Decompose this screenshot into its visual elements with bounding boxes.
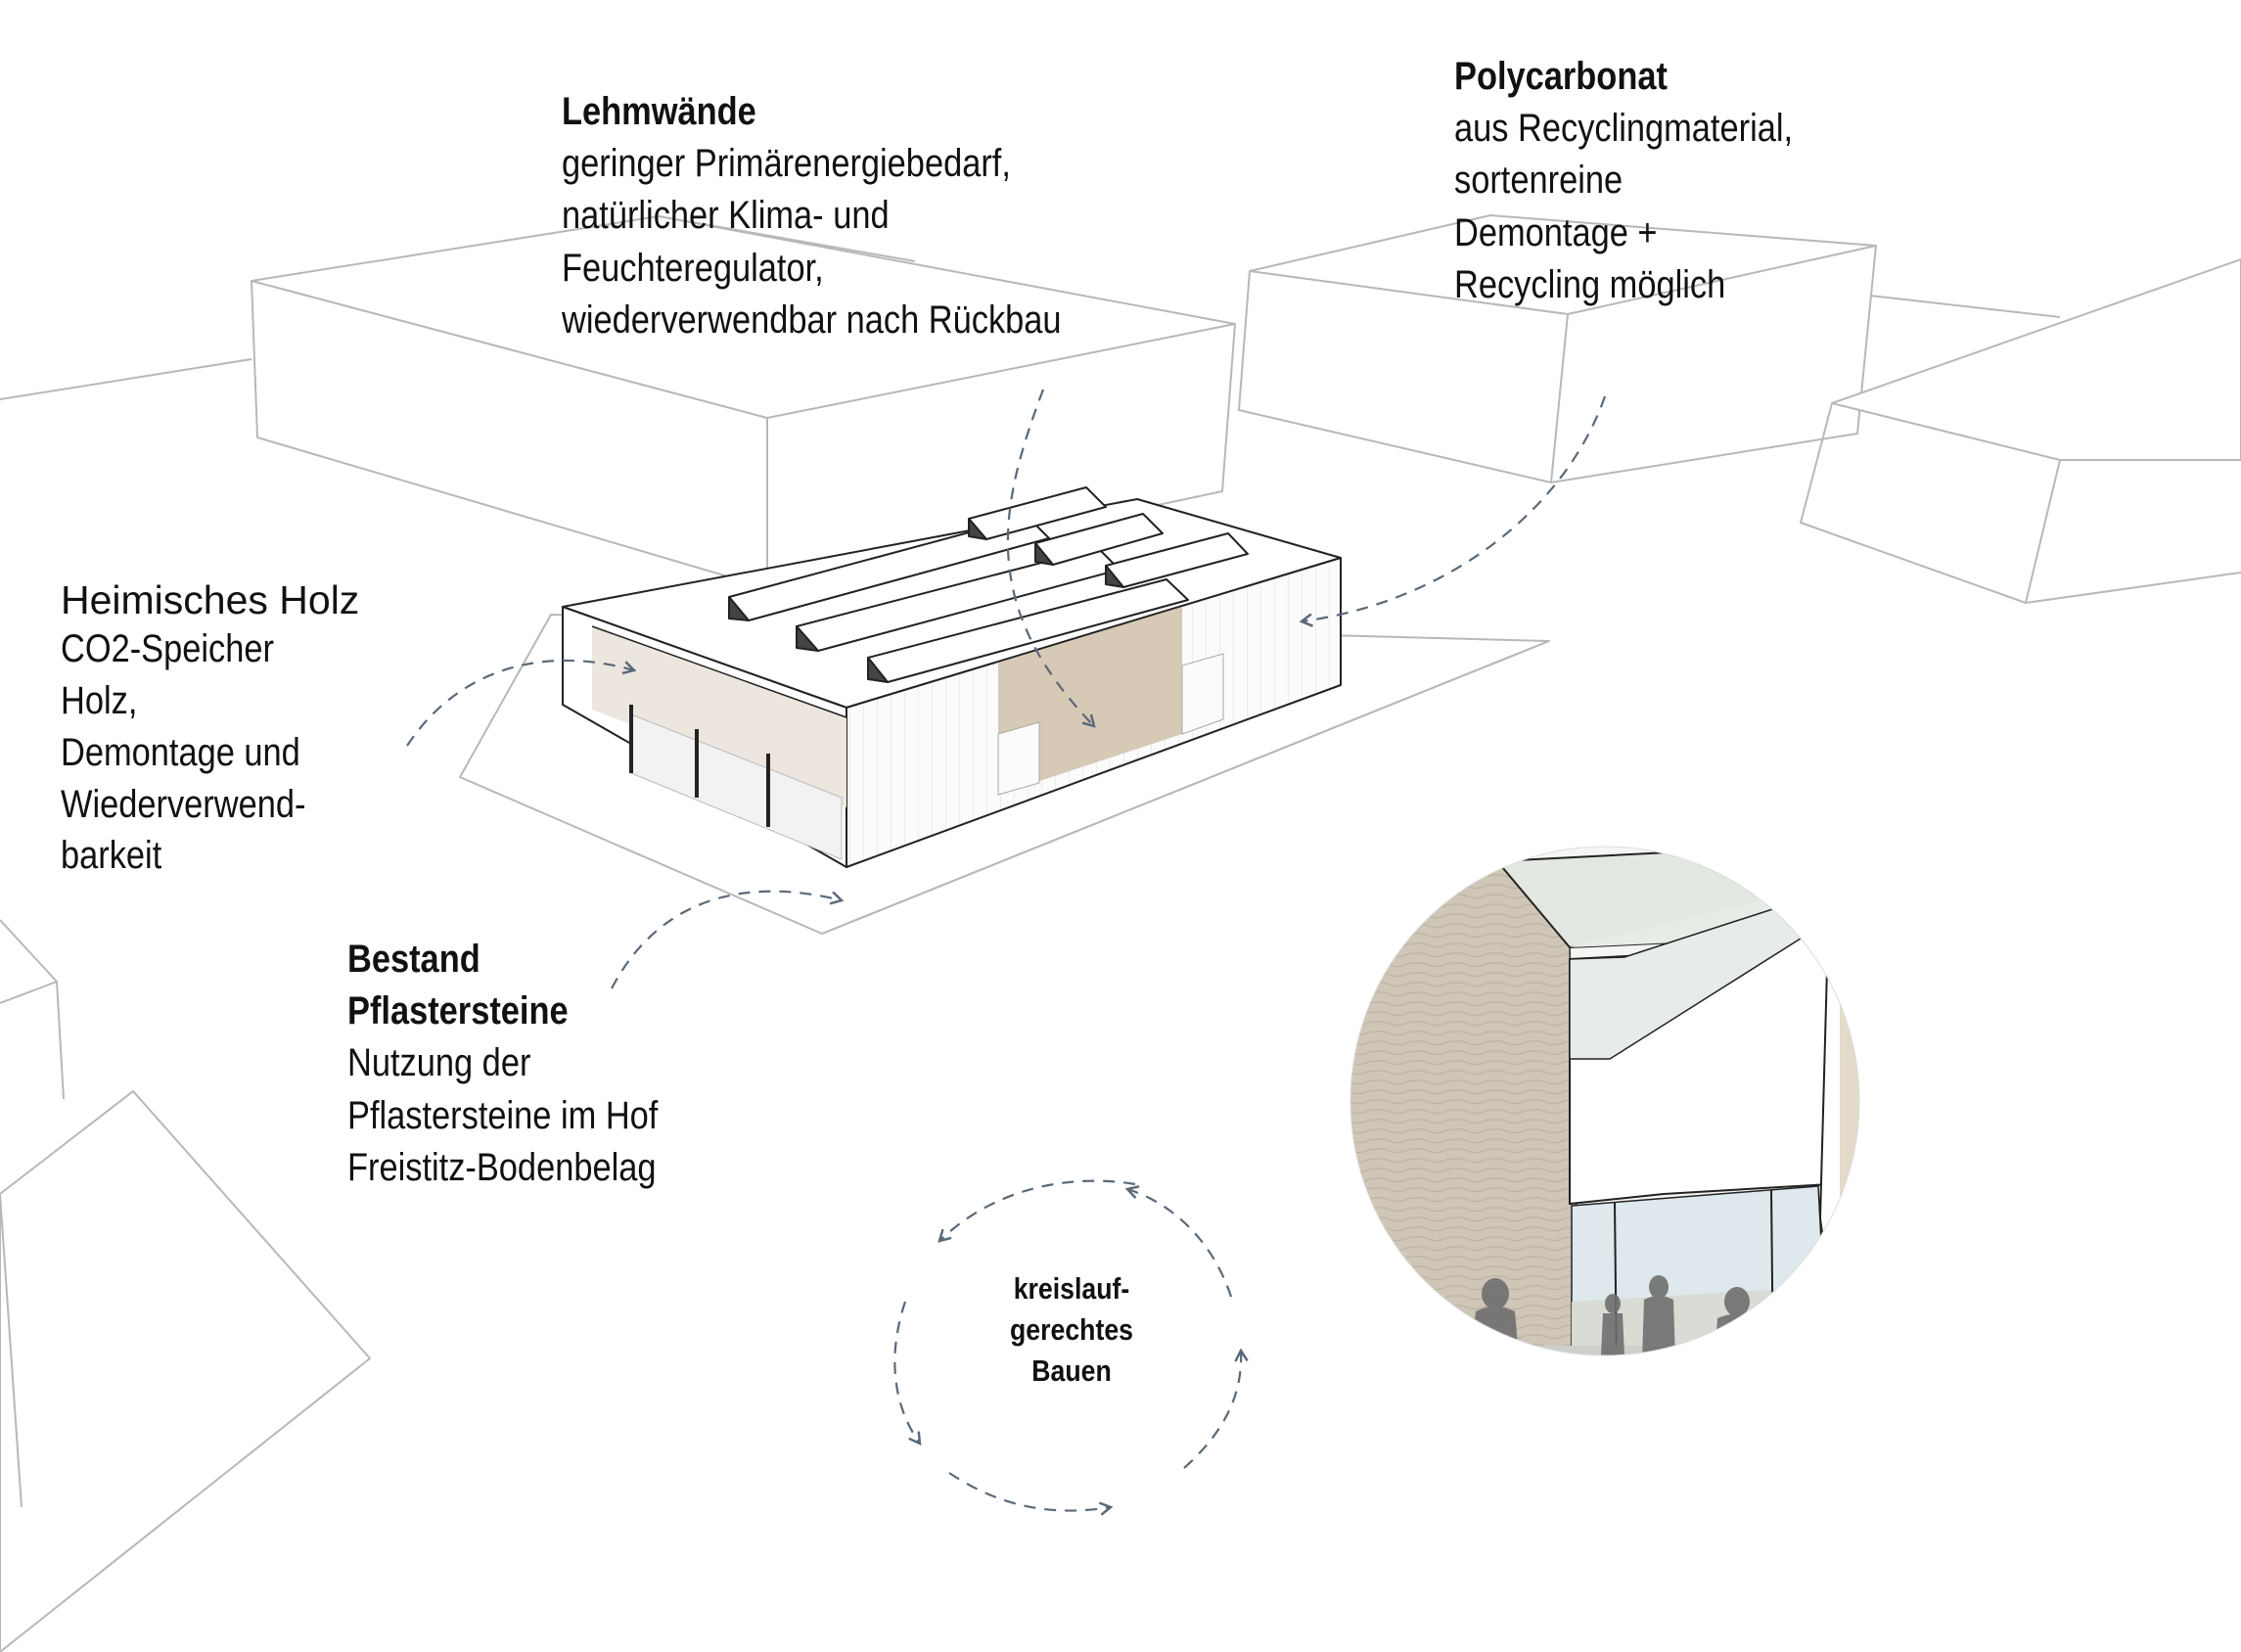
arrow-poly [1299, 395, 1607, 627]
label-lehmwaende-line: natürlicher Klima- und [562, 194, 890, 238]
cycle-arrow-2 [893, 1301, 922, 1446]
context-block-far-right [1831, 258, 2241, 461]
cycle-arrow-4 [1183, 1348, 1249, 1469]
label-holz-line: CO2-Speicher [61, 627, 274, 671]
label-bestand-pflastersteine: Bestand Pflastersteine Nutzung der Pflas… [347, 934, 658, 1194]
clay-wall-opening-1 [997, 721, 1040, 796]
context-buildings [0, 214, 2241, 1652]
context-block-bottom-left [0, 1090, 371, 1652]
clay-wall-facade [998, 607, 1182, 795]
cycle-label-line: Bauen [1031, 1354, 1112, 1389]
label-bestand-line: Pflastersteine im Hof [347, 1093, 659, 1137]
skylights [728, 486, 1249, 683]
label-polycarbonat-line: Recycling möglich [1454, 262, 1726, 306]
label-polycarbonat-title: Polycarbonat [1454, 55, 1668, 98]
cycle-label: kreislauf- gerechtes Bauen [979, 1268, 1165, 1392]
label-lehmwaende-title: Lehmwände [562, 90, 756, 133]
arrow-lehm [1006, 389, 1096, 728]
cycle-label-line: gerechtes [1010, 1312, 1133, 1348]
label-holz-line: Demontage und [61, 730, 300, 774]
label-polycarbonat-line: Demontage + [1454, 210, 1658, 254]
label-bestand-title: Bestand [347, 938, 480, 981]
cycle-arrow-3 [948, 1472, 1114, 1516]
label-lehmwaende-line: wiederverwendbar nach Rückbau [562, 298, 1062, 342]
wood-panel [592, 626, 846, 807]
interior-clay-wall-right [1840, 954, 1859, 1321]
interior-vignette [1350, 847, 1859, 1355]
label-holz-line: Wiederverwend- [61, 782, 306, 826]
label-holz-line: Holz, [61, 678, 138, 722]
label-polycarbonat-line: sortenreine [1454, 159, 1624, 203]
label-holz-line: barkeit [61, 834, 162, 878]
label-bestand-line: Nutzung der [347, 1041, 531, 1085]
label-lehmwaende-line: Feuchteregulator, [562, 246, 824, 290]
dashed-arrows [406, 389, 1607, 1516]
label-bestand-line: Freistitz-Bodenbelag [347, 1145, 657, 1189]
label-heimisches-holz: Heimisches Holz CO2-Speicher Holz, Demon… [61, 577, 359, 882]
interior-vignette-border [1349, 846, 1860, 1356]
cycle-label-line: kreislauf- [1013, 1271, 1130, 1306]
label-holz-title: Heimisches Holz [61, 577, 360, 622]
cycle-arrow-1 [938, 1179, 1136, 1243]
label-lehmwaende: Lehmwände geringer Primärenergiebedarf, … [562, 86, 1062, 346]
clay-wall-opening-2 [1181, 653, 1224, 735]
arrow-holz [406, 659, 637, 747]
arrow-bestand [611, 890, 845, 989]
label-bestand-title-2: Pflastersteine [347, 989, 569, 1033]
label-polycarbonat: Polycarbonat aus Recyclingmaterial, sort… [1454, 51, 1793, 311]
label-lehmwaende-line: geringer Primärenergiebedarf, [562, 142, 1011, 186]
main-building [562, 486, 1342, 868]
label-polycarbonat-line: aus Recyclingmaterial, [1454, 107, 1794, 151]
interior-clay-wall [1350, 860, 1581, 1355]
